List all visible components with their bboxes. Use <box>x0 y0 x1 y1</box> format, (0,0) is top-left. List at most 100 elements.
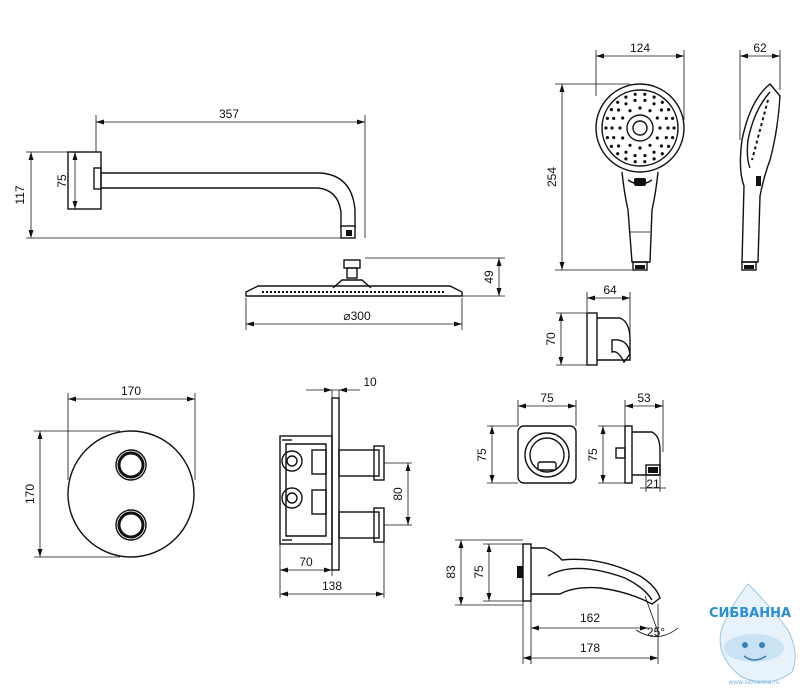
nozzle-dot <box>666 126 670 130</box>
head-diameter-label: ⌀300 <box>343 309 371 323</box>
nozzle-dot <box>655 136 659 140</box>
arm-pipe-bottom <box>101 187 342 228</box>
shower-head-drawing <box>245 259 463 297</box>
nozzle-dot <box>671 136 675 140</box>
holder-drawing <box>586 312 631 366</box>
nozzle-dot <box>643 154 647 158</box>
nozzle-dot <box>605 116 610 120</box>
outlet-ring <box>524 432 570 478</box>
holder-body <box>597 317 631 361</box>
nozzle-dot <box>610 126 614 130</box>
nozzle-dot <box>655 116 659 120</box>
spout-inner-height-label: 75 <box>472 565 486 579</box>
valve-housing <box>279 435 333 545</box>
control-knob-top[interactable] <box>115 449 147 481</box>
hand-shower-face-inner <box>601 89 679 167</box>
nozzle-dot <box>616 100 620 104</box>
head-dimensions: 49 ⌀300 <box>245 257 505 330</box>
hand-shower-side-nozzles <box>751 99 769 161</box>
sibvanna-logo: СИБВАННА www.sibvanna.ru <box>709 583 796 686</box>
logo-name: СИБВАННА <box>709 606 791 621</box>
arm-connector-nut <box>346 230 352 236</box>
nozzle-dot <box>633 98 637 102</box>
outlet-side-height-label: 75 <box>586 448 600 462</box>
holder-plate <box>586 312 598 366</box>
nozzle-dot <box>617 108 621 112</box>
nozzle-dot <box>624 95 628 99</box>
outlet-side-drawing <box>615 425 661 484</box>
outlet-side-dimensions: 53 75 21 <box>586 391 666 492</box>
nozzle-dot <box>617 144 621 148</box>
hand-shower-face <box>595 83 685 173</box>
control-plate <box>67 430 195 558</box>
nozzle-dot <box>621 136 625 140</box>
valve-cartridge-bottom <box>338 511 380 539</box>
spout-drawing <box>517 543 661 633</box>
arm-length-label: 357 <box>219 107 239 121</box>
spout-total-label: 178 <box>580 641 600 655</box>
valve-cover-plate <box>331 397 340 571</box>
hand-depth-label: 62 <box>753 41 767 55</box>
head-connector <box>346 267 358 279</box>
hand-shower-side-body <box>739 83 781 263</box>
nozzle-dot <box>660 152 664 156</box>
outlet-height-label: 75 <box>475 448 489 462</box>
nozzle-dot <box>609 108 614 112</box>
outlet-nozzle-label: 21 <box>646 477 660 491</box>
outlet-front-dimensions: 75 75 <box>475 391 577 484</box>
spout-outer-height-label: 83 <box>444 565 458 579</box>
logo-drop <box>719 583 796 683</box>
valve-inlet-bottom <box>281 487 303 509</box>
hand-shower-connector <box>632 261 648 271</box>
nozzle-dot <box>624 102 628 106</box>
nozzle-dot <box>604 126 608 130</box>
arm-pipe-top <box>101 172 356 228</box>
valve-total-label: 138 <box>322 579 342 593</box>
hand-side-dimensions: 62 <box>739 41 781 140</box>
nozzle-dot <box>667 144 671 148</box>
outlet-side-depth-label: 53 <box>637 391 651 405</box>
hand-shower-side-drawing <box>739 83 781 271</box>
hand-shower-center <box>632 120 648 136</box>
spout-body <box>531 547 661 605</box>
hand-shower-button <box>634 178 646 186</box>
nozzle-dot <box>638 146 642 150</box>
nozzle-dot <box>643 160 647 164</box>
nozzle-dot <box>643 98 647 102</box>
arm-dimensions: 357 75 117 <box>13 107 366 239</box>
holder-dimensions: 64 70 <box>544 283 631 366</box>
nozzle-dot <box>664 136 668 140</box>
nozzle-dot <box>652 157 656 161</box>
nozzle-dot <box>612 136 616 140</box>
outlet-nozzle <box>537 461 557 471</box>
plate-width-label: 170 <box>121 384 141 398</box>
nozzle-dot <box>616 152 620 156</box>
arm-connector <box>340 225 356 239</box>
hand-shower-side-face <box>746 91 771 169</box>
plate-dimensions: 170 170 <box>23 384 196 558</box>
outlet-width-label: 75 <box>540 391 554 405</box>
nozzle-dot <box>659 144 664 148</box>
valve-inlet-top <box>281 450 303 472</box>
arm-height-label: 117 <box>13 185 27 204</box>
nozzle-dot <box>605 136 610 140</box>
hand-shower-front-drawing <box>595 83 685 271</box>
control-knob-bottom[interactable] <box>115 509 147 541</box>
holder-width-label: 64 <box>603 283 617 297</box>
spout-angle-label: 25° <box>647 625 665 639</box>
valve-depth-label: 70 <box>299 555 313 569</box>
nozzle-dot <box>624 150 628 154</box>
nozzle-dot <box>648 143 652 147</box>
head-hub <box>332 279 372 289</box>
holder-height-label: 70 <box>544 332 558 346</box>
nozzle-dot <box>660 100 664 104</box>
logo-url: www.sibvanna.ru <box>728 679 780 686</box>
hand-shower-center-ring <box>626 114 654 142</box>
valve-cartridge-top <box>338 449 380 477</box>
outlet-side-body <box>632 431 661 476</box>
valve-plate-label: 10 <box>363 375 377 389</box>
nozzle-dot <box>618 126 622 130</box>
control-plate-drawing <box>67 430 195 558</box>
arm-flange-label: 75 <box>55 174 69 188</box>
